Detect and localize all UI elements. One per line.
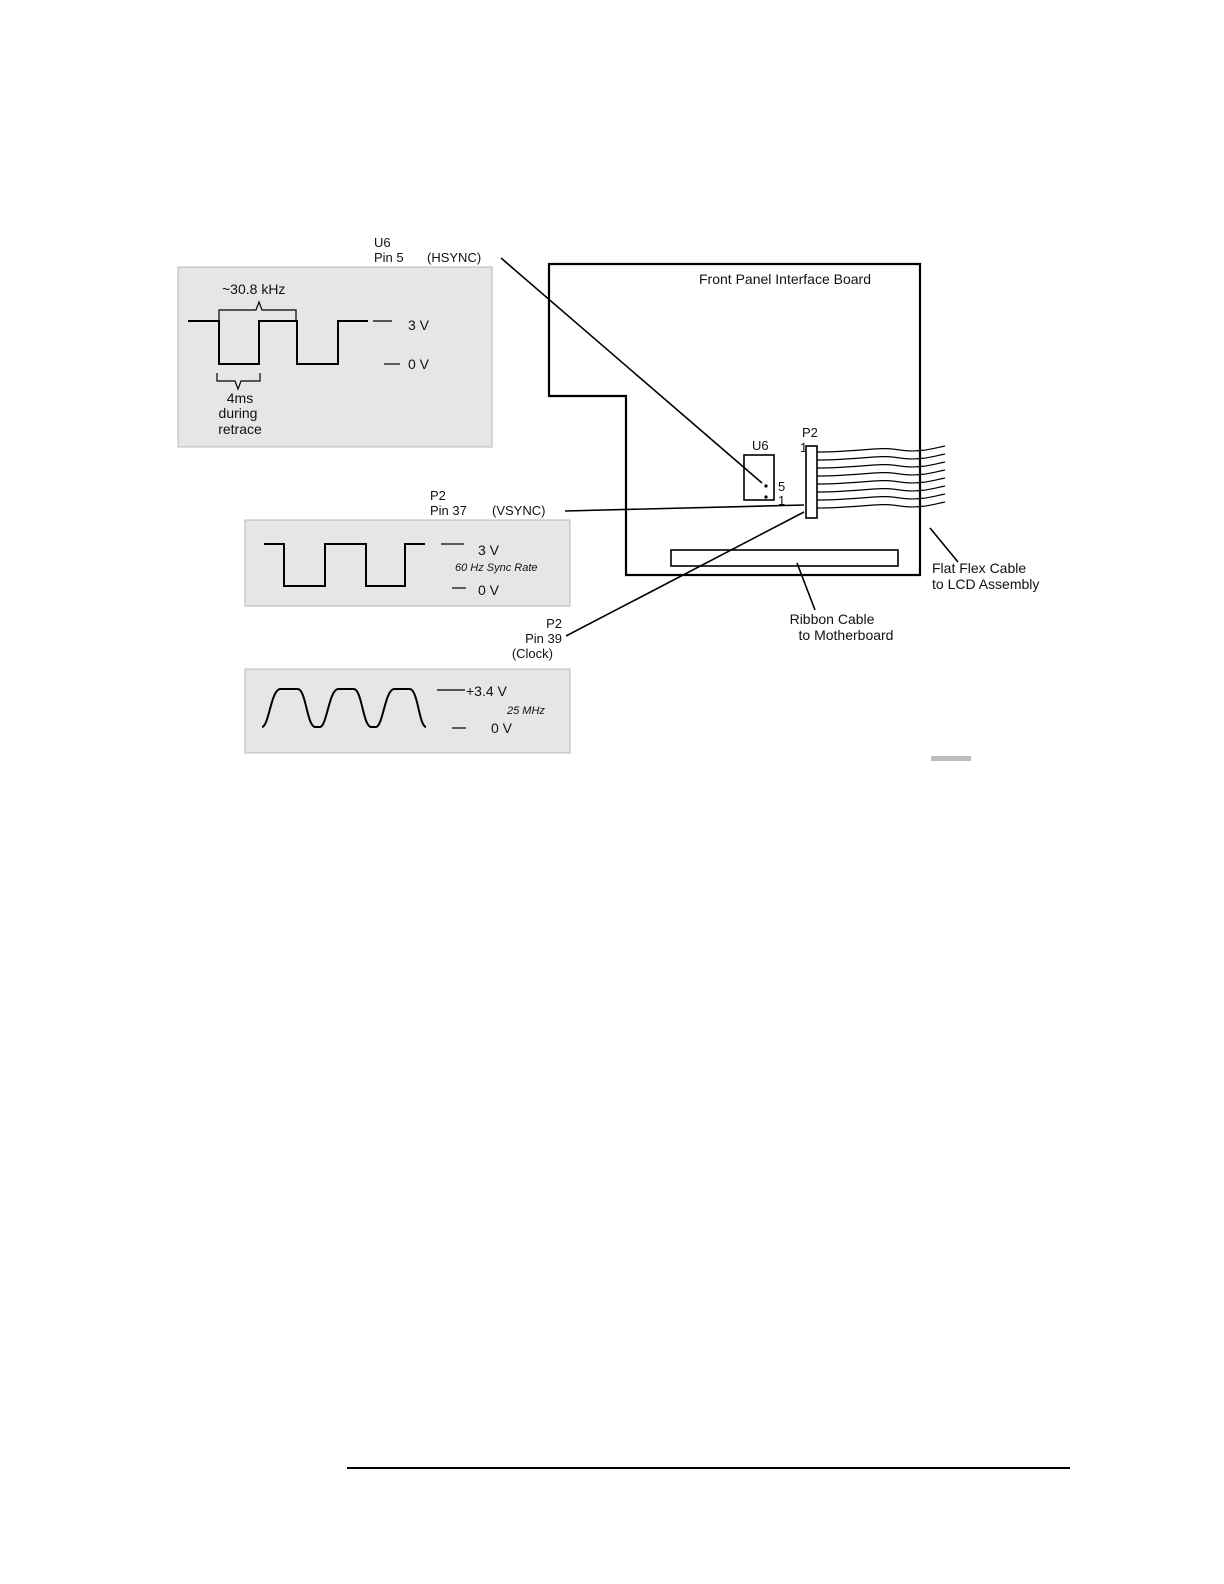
- ribbon-cable-label-2: to Motherboard: [799, 627, 894, 643]
- clock-waveform-panel: +3.4 V 25 MHz 0 V: [245, 669, 570, 753]
- p2-pin39-signal: (Clock): [512, 646, 553, 661]
- hsync-pulse-width: 4ms: [227, 390, 253, 406]
- p2-connector: [806, 446, 817, 518]
- hsync-waveform-panel: ~30.8 kHz 3 V 0 V 4ms during retrace: [178, 267, 492, 447]
- u6-chip-label: U6: [752, 438, 769, 453]
- clock-rate: 25 MHz: [506, 705, 545, 717]
- hsync-pulse-note-1: during: [219, 405, 258, 421]
- hsync-pulse-note-2: retrace: [218, 421, 262, 437]
- flex-cable-callout-line: [930, 528, 958, 562]
- vsync-sync-rate: 60 Hz Sync Rate: [455, 562, 538, 574]
- flex-cable-label-2: to LCD Assembly: [932, 576, 1039, 592]
- p2-pin39-label: P2 Pin 39 (Clock): [512, 616, 562, 661]
- flat-flex-cable: [817, 446, 945, 508]
- front-panel-interface-board: Front Panel Interface Board U6 5 1 P2 1 …: [549, 264, 1039, 643]
- board-title: Front Panel Interface Board: [699, 271, 871, 287]
- p2-connector-label: P2: [802, 425, 818, 440]
- p2-pin37-label: P2 Pin 37 (VSYNC): [430, 488, 545, 518]
- hsync-low-level: 0 V: [408, 356, 430, 372]
- u6-pin5-number: 5: [778, 479, 785, 494]
- ribbon-cable-label-1: Ribbon Cable: [790, 611, 875, 627]
- vsync-probe-line: [565, 505, 804, 511]
- hsync-high-level: 3 V: [408, 317, 430, 333]
- page-footer-rule: [347, 1467, 1070, 1469]
- ribbon-cable-callout-line: [797, 563, 815, 610]
- u6-pin5-label: U6 Pin 5 (HSYNC): [374, 235, 481, 265]
- board-outline: [549, 264, 920, 575]
- u6-chip: [744, 455, 774, 500]
- u6-pin5-signal: (HSYNC): [427, 250, 481, 265]
- clock-high-level: +3.4 V: [466, 683, 508, 699]
- u6-pin1-dot: [764, 495, 767, 498]
- p2-pin37-ref: P2: [430, 488, 446, 503]
- p2-pin37-pin: Pin 37: [430, 503, 467, 518]
- vsync-low-level: 0 V: [478, 582, 500, 598]
- p2-pin39-ref: P2: [546, 616, 562, 631]
- flex-cable-label-1: Flat Flex Cable: [932, 560, 1026, 576]
- p2-pin39-pin: Pin 39: [525, 631, 562, 646]
- u6-pin5-ref: U6: [374, 235, 391, 250]
- vsync-waveform-panel: 3 V 60 Hz Sync Rate 0 V: [245, 520, 570, 606]
- clock-low-level: 0 V: [491, 720, 513, 736]
- p2-pin1-number: 1: [800, 440, 807, 455]
- figure-code-mark: [931, 756, 971, 761]
- u6-pin5-pin: Pin 5: [374, 250, 404, 265]
- p2-pin37-signal: (VSYNC): [492, 503, 545, 518]
- hsync-probe-line: [501, 258, 762, 483]
- u6-pin5-dot: [764, 484, 767, 487]
- vsync-high-level: 3 V: [478, 542, 500, 558]
- hsync-frequency: ~30.8 kHz: [222, 281, 285, 297]
